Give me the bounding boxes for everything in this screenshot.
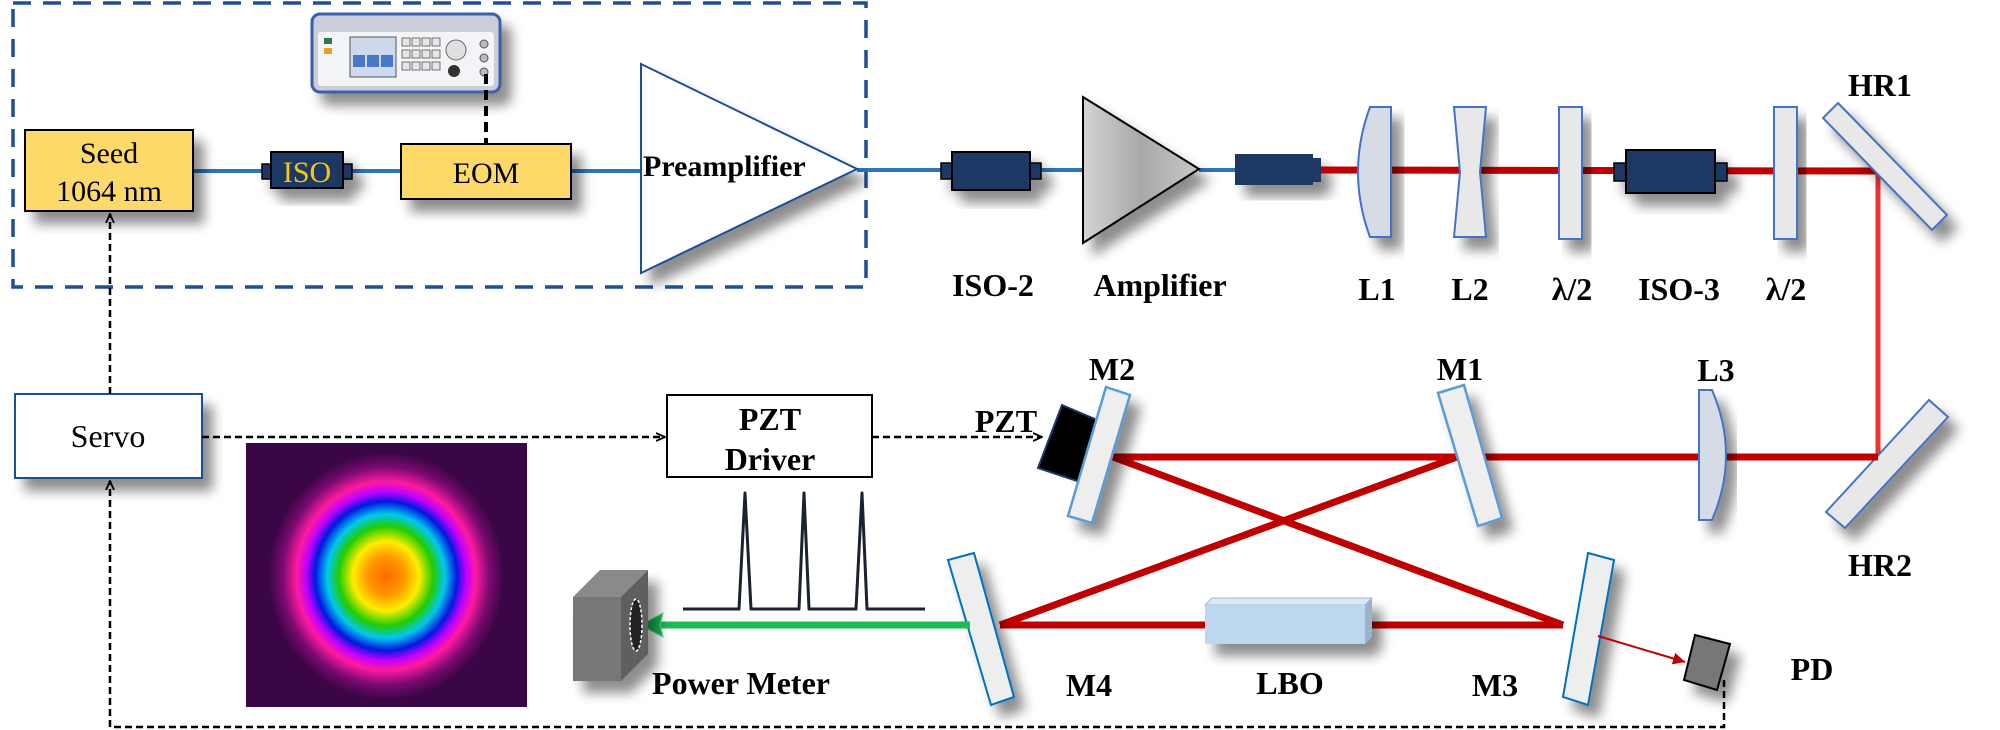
beam-profile-image [246,443,527,707]
seed-laser [24,129,194,212]
amplifier [1082,95,1201,245]
lens-l2-label: L2 [1451,271,1488,307]
servo-box [14,393,203,479]
lens-l2 [1452,106,1488,238]
mirror-hr1-label: HR1 [1848,67,1912,103]
collimator [1235,154,1321,185]
signal-generator-icon [310,12,502,94]
green-output-beam [639,612,970,638]
mirror-m3 [1561,551,1616,707]
mirror-hr2-label: HR2 [1848,547,1912,583]
seed-label-line2: 1064 nm [56,175,162,208]
mirror-m2-label: M2 [1089,351,1135,387]
cavity-beam-path [998,453,1565,629]
control-signal-lines [110,214,1726,729]
pd-leakage-beam [1597,635,1686,665]
amplifier-label: Amplifier [1093,267,1226,303]
photodetector [1682,633,1732,692]
servo-label: Servo [71,418,146,454]
power-meter-icon [573,570,648,681]
transmission-peaks-icon [683,491,925,611]
lbo-crystal [1203,597,1374,644]
seed-label-line1: Seed [80,137,138,170]
isolator-1 [261,151,353,189]
lbo-label: LBO [1256,665,1324,701]
lens-l3-label: L3 [1697,352,1734,388]
mirror-m1-label: M1 [1437,351,1483,387]
mirror-hr1 [1821,101,1949,232]
isolator-2-label: ISO-2 [952,267,1034,303]
lens-l3 [1698,389,1727,521]
pzt-label: PZT [975,403,1037,439]
eom [400,143,572,200]
half-wave-plate-2 [1773,106,1798,240]
photodetector-label: PD [1791,651,1834,687]
power-meter-label: Power Meter [652,665,830,701]
half-wave-plate-2-label: λ/2 [1766,271,1807,307]
isolator-3-label: ISO-3 [1638,271,1720,307]
pzt-driver-box [666,394,873,478]
mirror-m3-label: M3 [1472,667,1518,703]
eom-label: EOM [453,157,520,190]
lens-l1 [1357,106,1392,238]
mirror-m4-label: M4 [1066,667,1112,703]
mirror-m2 [1066,385,1132,525]
isolator-2 [940,151,1042,191]
lens-l1-label: L1 [1358,271,1395,307]
preamplifier-label: Preamplifier [643,150,806,183]
pzt-driver-label-line1: PZT [739,401,801,437]
seed-module-boundary [11,1,868,289]
isolator-1-label: ISO [283,156,331,189]
pzt-driver-label-line2: Driver [725,441,816,477]
mirror-m4 [946,551,1016,707]
mirror-hr2 [1824,398,1950,530]
mirror-m1 [1436,383,1504,528]
half-wave-plate-1-label: λ/2 [1552,271,1593,307]
preamplifier [640,62,860,275]
isolator-3 [1613,149,1728,194]
half-wave-plate-1 [1558,106,1583,240]
